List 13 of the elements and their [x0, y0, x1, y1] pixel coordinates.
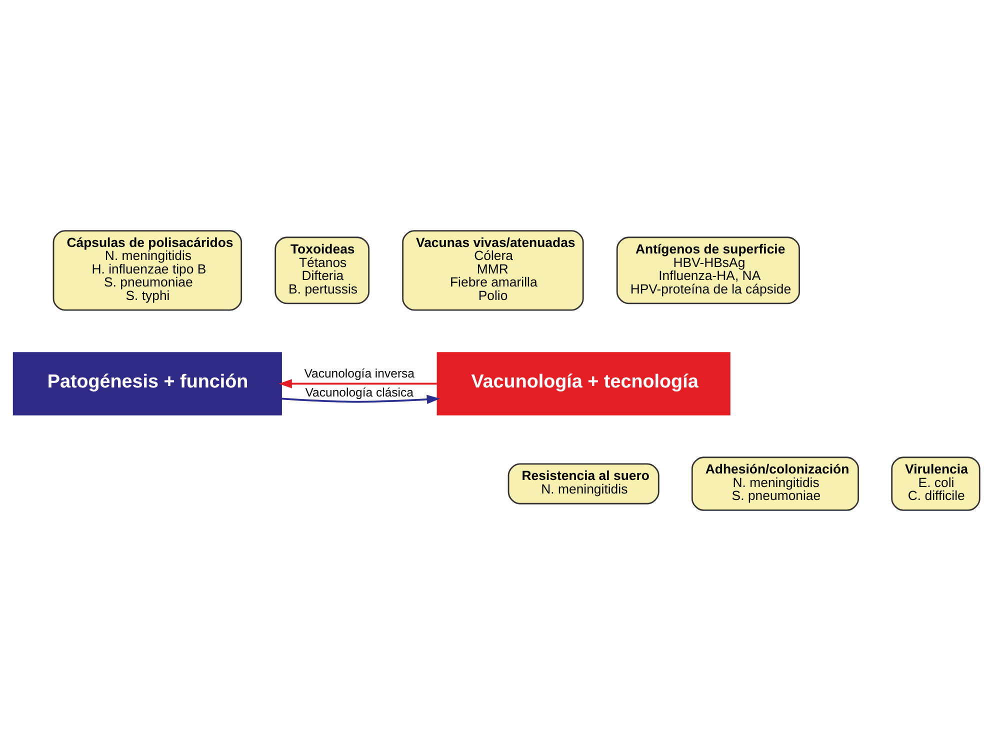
- arrow: [282, 394, 440, 404]
- edge-label: Vacunología inversa: [304, 366, 414, 380]
- edge-label: Vacunología clásica: [305, 384, 414, 399]
- node-box: Antígenos de superficie HBV-HBsAg Influenza-HA, NA HPV-proteína de la cápside: [616, 236, 800, 304]
- node-box: Patogénesis + función: [12, 352, 282, 415]
- node-box: Vacunas vivas/atenuadas Cólera MMR Fiebre amarilla Polio: [402, 230, 584, 310]
- node-box: Resistencia al suero N. meningitidis: [508, 462, 660, 504]
- node-box: Adhesión/colonización N. meningitidis S. pneumoniae: [691, 456, 860, 510]
- node-box: Toxoideas Tétanos Difteria B. pertussis: [274, 236, 370, 304]
- node-box: Virulencia E. coli C. difficile: [891, 456, 980, 510]
- arrow: [278, 378, 437, 388]
- node-box: Cápsulas de polisacáridos N. meningitidis H. influenzae tipo B S. pneumoniae S. typhi: [52, 230, 242, 310]
- node-box: Vacunología + tecnología: [436, 352, 730, 415]
